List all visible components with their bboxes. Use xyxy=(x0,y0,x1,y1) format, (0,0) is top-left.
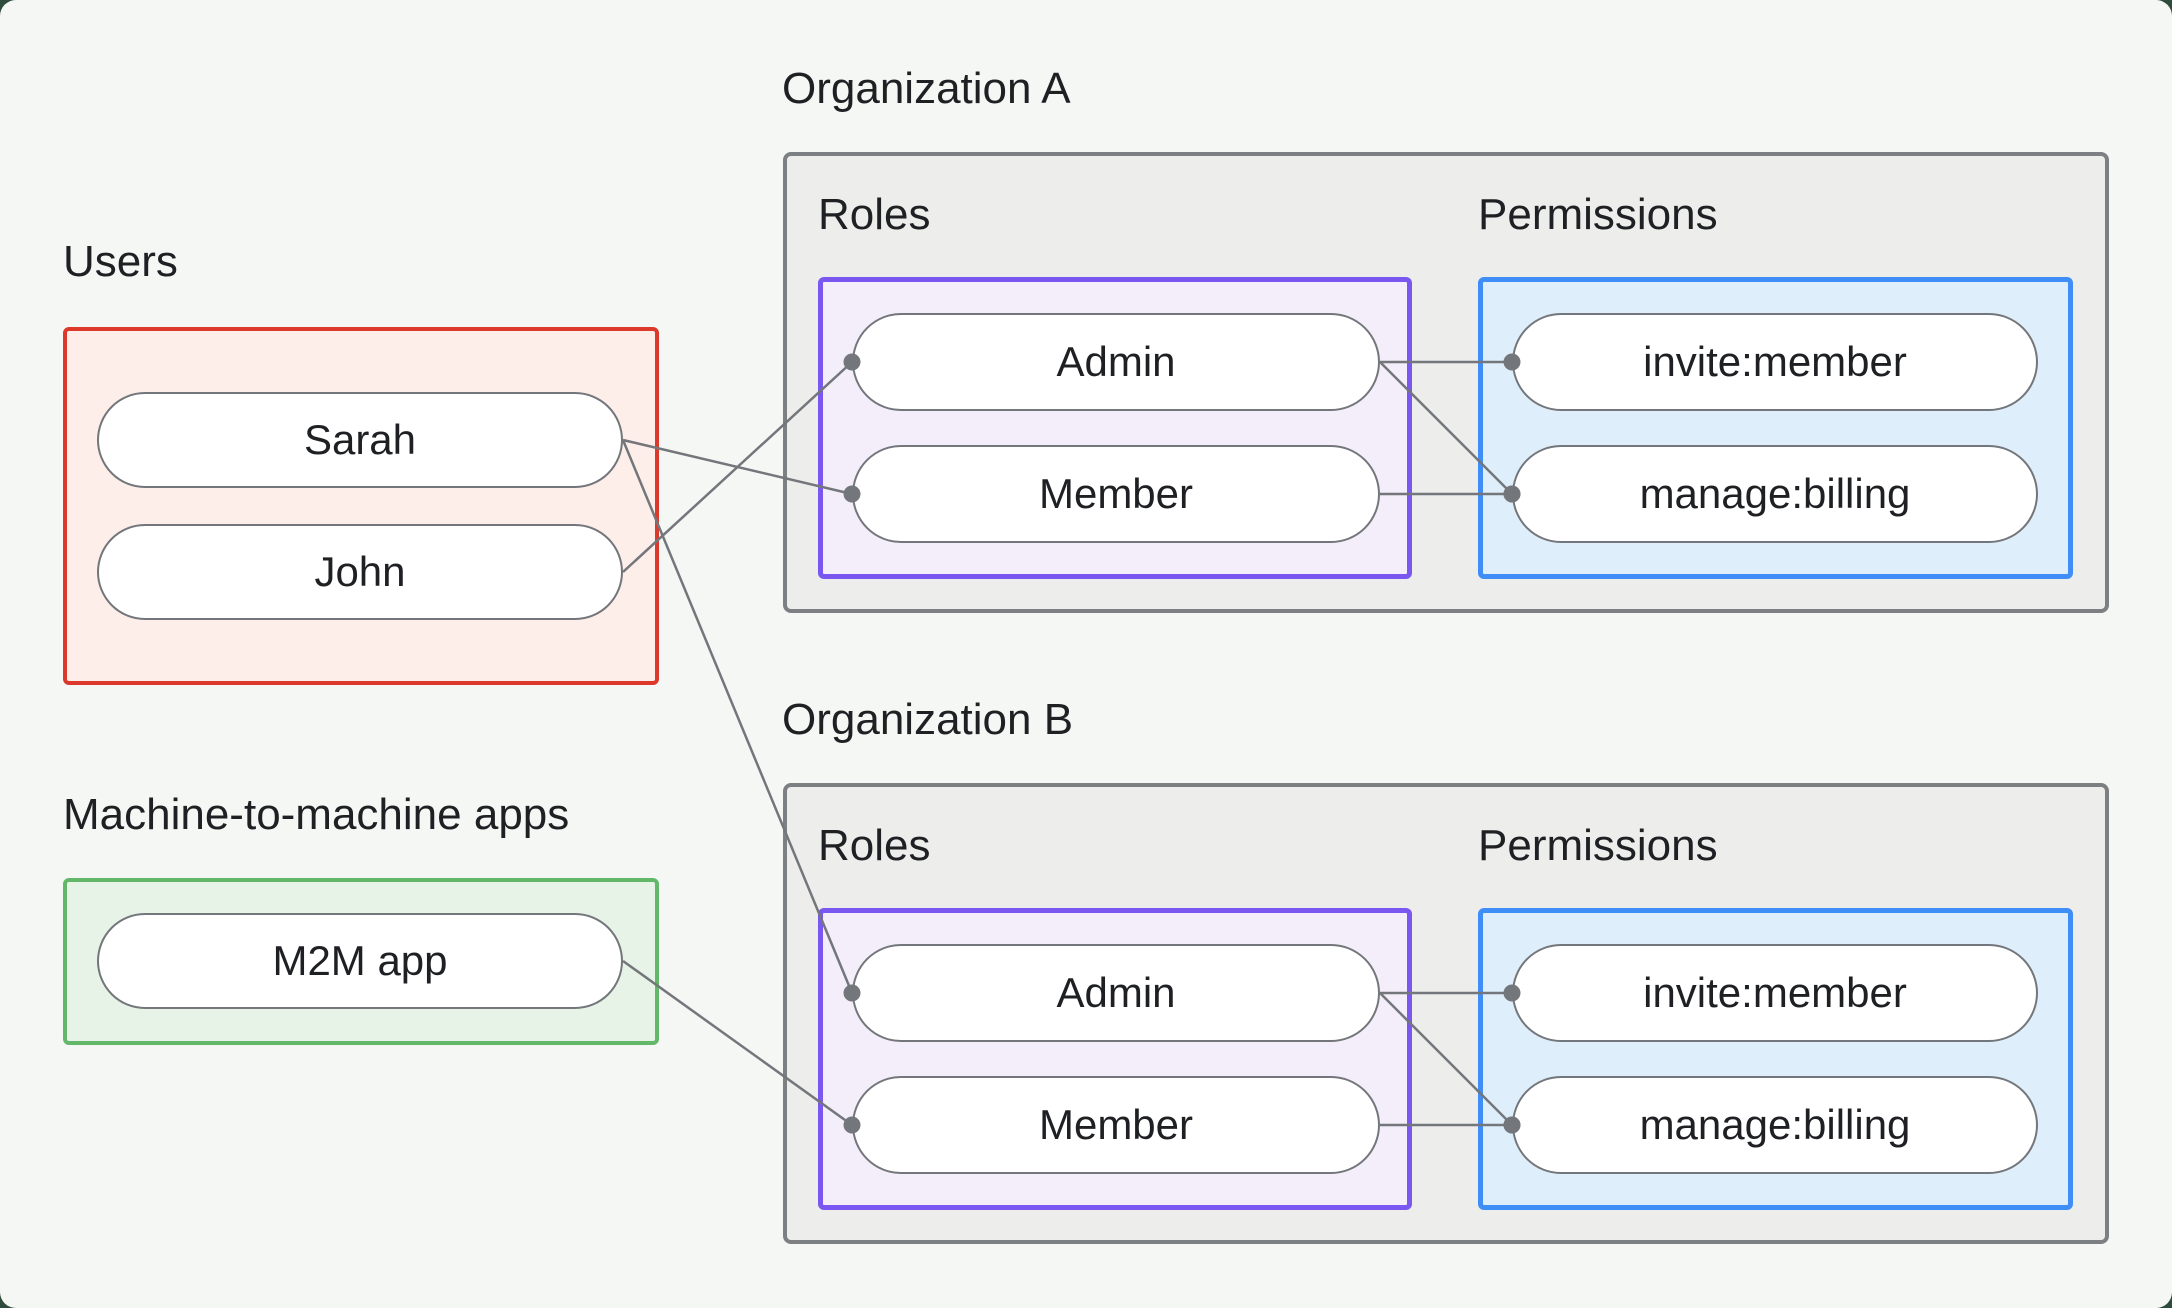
org-a-permission-manage-billing: manage:billing xyxy=(1512,445,2038,543)
org-a-title: Organization A xyxy=(782,64,1071,113)
org-a-roles-label: Roles xyxy=(818,190,931,239)
org-a-permission-invite-member-label: invite:member xyxy=(1643,338,1907,385)
org-a-role-admin: Admin xyxy=(852,313,1380,411)
users-group-box xyxy=(63,327,659,685)
m2m-section-label: Machine-to-machine apps xyxy=(63,790,570,839)
org-b-permission-invite-member: invite:member xyxy=(1512,944,2038,1042)
org-b-permission-manage-billing-label: manage:billing xyxy=(1639,1101,1911,1148)
user-node-sarah-label: Sarah xyxy=(303,416,417,463)
org-a-permission-manage-billing-label: manage:billing xyxy=(1639,470,1911,517)
m2m-app-node-label: M2M app xyxy=(272,937,448,984)
org-b-role-admin: Admin xyxy=(852,944,1380,1042)
org-b-role-member-label: Member xyxy=(1038,1101,1194,1148)
org-a-permission-invite-member: invite:member xyxy=(1512,313,2038,411)
org-b-role-admin-label: Admin xyxy=(1056,969,1176,1016)
org-a-role-admin-label: Admin xyxy=(1056,338,1176,385)
m2m-app-node: M2M app xyxy=(97,913,623,1009)
org-b-title: Organization B xyxy=(782,695,1074,744)
org-a-permissions-label: Permissions xyxy=(1478,190,1718,239)
org-a-role-member: Member xyxy=(852,445,1380,543)
org-b-roles-label: Roles xyxy=(818,821,931,870)
user-node-john: John xyxy=(97,524,623,620)
users-section-label: Users xyxy=(63,237,178,286)
org-b-permission-invite-member-label: invite:member xyxy=(1643,969,1907,1016)
user-node-sarah: Sarah xyxy=(97,392,623,488)
org-b-role-member: Member xyxy=(852,1076,1380,1174)
org-a-role-member-label: Member xyxy=(1038,470,1194,517)
user-node-john-label: John xyxy=(314,548,406,595)
org-b-permission-manage-billing: manage:billing xyxy=(1512,1076,2038,1174)
org-b-permissions-label: Permissions xyxy=(1478,821,1718,870)
